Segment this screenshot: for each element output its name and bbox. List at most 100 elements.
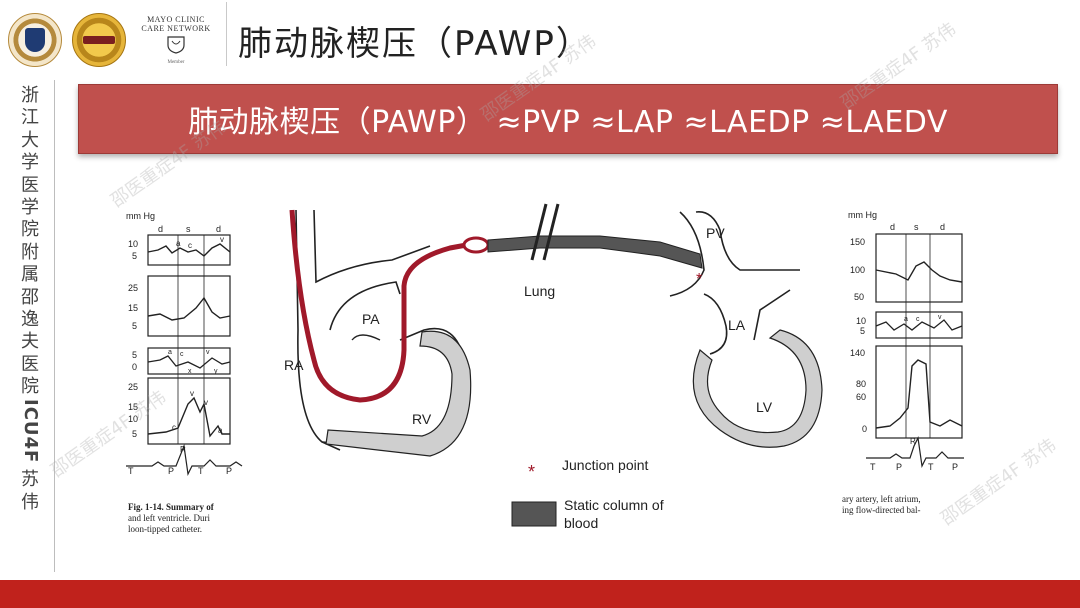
logo-group: MAYO CLINIC CARE NETWORK Member [8, 8, 216, 72]
side-char: 院 [21, 376, 39, 398]
ra-waveform [147, 243, 231, 257]
side-char: 浙 [21, 85, 39, 106]
legend-static-label: Static column of [564, 497, 664, 513]
phase-label: s [914, 222, 919, 232]
ecg-label: T [928, 462, 934, 472]
mayo-member: Member [167, 60, 185, 65]
lv-pressure-panel [875, 345, 963, 439]
side-char: 大 [21, 129, 39, 151]
pulmonary-valve [351, 334, 381, 341]
catheter-line [289, 209, 473, 403]
legend-junction-icon: * [528, 462, 535, 482]
ecg-label: P [168, 466, 174, 476]
tick-label: 5 [860, 326, 865, 336]
tick-label: 10 [128, 414, 138, 424]
wedge-pressure-panel [147, 347, 231, 375]
static-blood-column [487, 235, 703, 269]
ecg-label: T [128, 466, 134, 476]
formula-text: 肺动脉楔压（PAWP） ≈PVP ≈LAP ≈LAEDP ≈LAEDV [188, 105, 948, 140]
ecg-label: R [180, 445, 186, 454]
tick-label: 80 [856, 379, 866, 389]
wave-label: x [188, 368, 192, 375]
pulmonary-trunk-outline [313, 209, 431, 284]
phase-label: d [940, 222, 945, 232]
lv-wall [692, 329, 823, 448]
side-char: 夫 [21, 331, 39, 353]
caption-left-line: Fig. 1-14. Summary of [128, 502, 215, 512]
tick-label: 25 [128, 382, 138, 392]
junction-point-marker: * [696, 271, 702, 288]
aortic-pressure-panel [875, 233, 963, 303]
rv-wall [325, 330, 472, 457]
tick-label: 140 [850, 348, 865, 358]
tick-label: 10 [128, 239, 138, 249]
tick-label: 5 [132, 251, 137, 261]
side-char: 院 [21, 219, 39, 241]
ecg-trace-left [126, 443, 243, 476]
label-ra: RA [284, 357, 304, 373]
side-char: 附 [21, 241, 39, 263]
legend-static-swatch [511, 501, 557, 527]
side-char: 邵 [21, 286, 39, 308]
side-char: 学 [21, 152, 39, 174]
tick-label: 60 [856, 392, 866, 402]
rv-pressure-panel [147, 377, 231, 445]
side-char: 属 [21, 264, 39, 286]
vertical-side-label: 浙 江 大 学 医 学 院 附 属 邵 逸 夫 医 院 ICU4F 苏 伟 [16, 85, 44, 514]
caption-left-line: loon-tipped catheter. [128, 524, 202, 534]
tick-label: 100 [850, 265, 865, 275]
label-la: LA [728, 317, 746, 333]
wave-label: a [218, 426, 223, 435]
footer-bar [0, 580, 1080, 608]
tick-label: 0 [862, 424, 867, 434]
wedge-waveform [147, 355, 231, 369]
side-char: 苏 [21, 469, 39, 491]
wave-label: v [190, 389, 194, 398]
ecg-label: P [896, 462, 902, 472]
rv-waveform [147, 396, 230, 438]
side-char: 医 [21, 353, 39, 375]
pv-outline [669, 211, 705, 297]
label-lung: Lung [524, 283, 555, 299]
phase-label: s [186, 224, 191, 234]
mayo-shield-icon [167, 36, 185, 54]
la-pressure-panel [875, 311, 963, 339]
wave-label: c [188, 241, 192, 250]
tick-label: 150 [850, 237, 865, 247]
label-pv: PV [706, 225, 725, 241]
wave-label: c [180, 351, 184, 358]
caption-left-line: and left ventricle. Duri [128, 513, 210, 523]
right-unit-label: mm Hg [848, 210, 877, 220]
tick-label: 10 [856, 316, 866, 326]
legend-junction-label: Junction point [562, 457, 649, 473]
tick-label: 15 [128, 402, 138, 412]
caption-right-line: ary artery, left atrium, [842, 494, 921, 504]
mayo-line1: MAYO CLINIC [147, 15, 205, 24]
tick-label: 5 [132, 350, 137, 360]
header-divider [226, 2, 227, 66]
ecg-label: P [226, 466, 232, 476]
zju-logo [8, 13, 62, 67]
ra-pressure-panel [147, 234, 231, 266]
aortic-waveform [875, 261, 963, 283]
wave-label: v [938, 314, 942, 321]
break-mark [530, 203, 548, 261]
wave-label: c [916, 316, 920, 323]
label-lv: LV [756, 399, 773, 415]
wave-label: v [220, 235, 224, 244]
pa-pressure-panel [147, 275, 231, 337]
tick-label: 5 [132, 321, 137, 331]
phase-label: d [158, 224, 163, 234]
label-pa: PA [362, 311, 380, 327]
caption-right-line: ing flow-directed bal- [842, 505, 920, 515]
wave-label: v [204, 398, 208, 407]
side-divider [54, 80, 55, 572]
pa-outline [329, 281, 401, 331]
phase-label: d [890, 222, 895, 232]
wave-label: a [168, 349, 172, 356]
side-char: 江 [21, 107, 39, 129]
side-icu: ICU4F [20, 398, 42, 464]
label-rv: RV [412, 411, 432, 427]
hospital-logo [72, 13, 126, 67]
mayo-clinic-logo: MAYO CLINIC CARE NETWORK Member [136, 15, 216, 65]
